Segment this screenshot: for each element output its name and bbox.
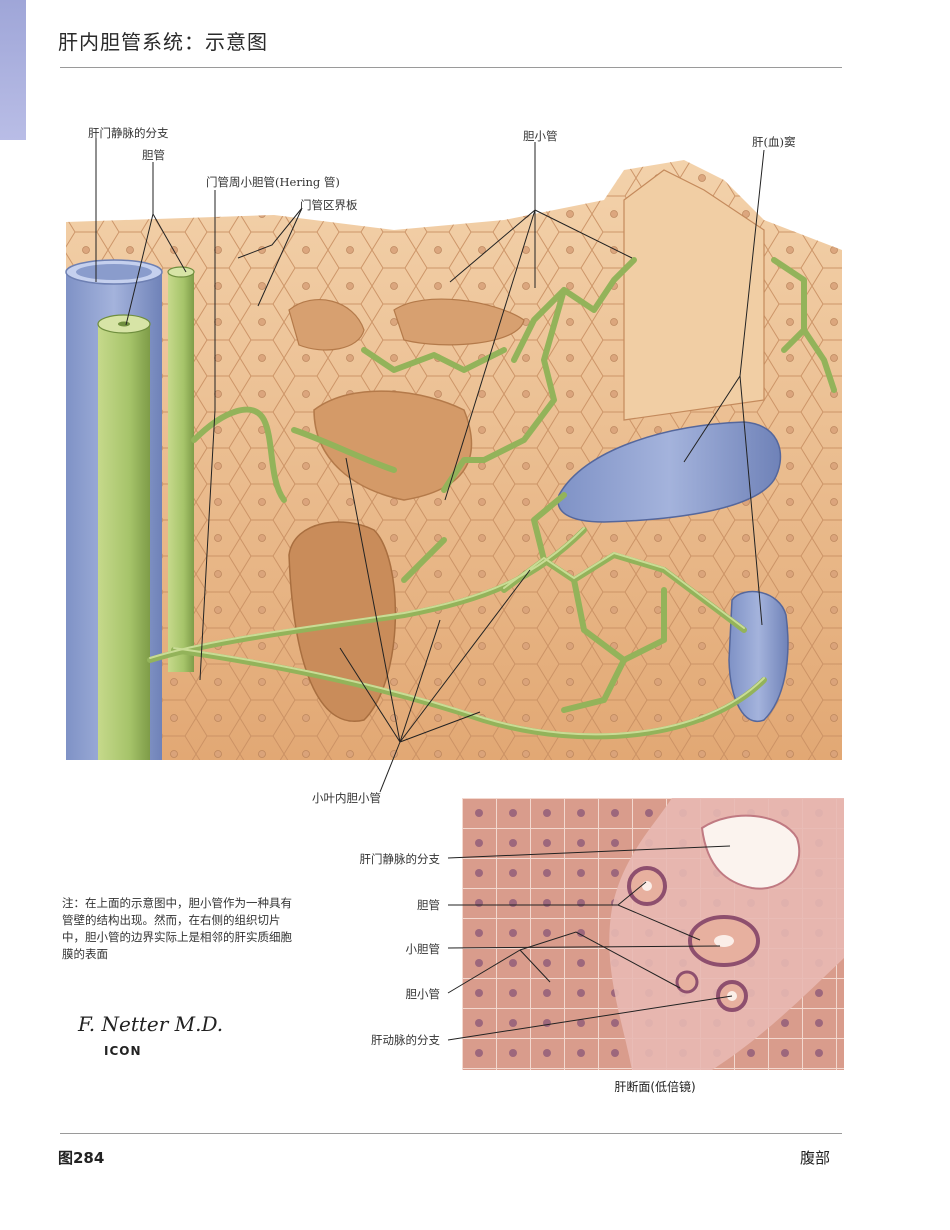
micro-label-bile-duct: 胆管 xyxy=(417,898,440,912)
label-bile-canaliculi: 胆小管 xyxy=(523,129,558,143)
micrograph-caption: 肝断面(低倍镜) xyxy=(614,1080,696,1094)
figure-note: 注：在上面的示意图中，胆小管作为一种具有管壁的结构出现。然而，在右侧的组织切片中… xyxy=(62,896,292,961)
page-title: 肝内胆管系统：示意图 xyxy=(58,30,268,54)
label-bile-duct: 胆管 xyxy=(142,148,165,162)
liver-schematic-illustration xyxy=(65,160,842,760)
micro-label-canaliculus: 胆小管 xyxy=(405,987,441,1001)
liver-section-micrograph xyxy=(462,798,844,1070)
micro-label-ductule: 小胆管 xyxy=(405,942,441,956)
micro-label-hepatic-artery-branch: 肝动脉的分支 xyxy=(371,1033,440,1047)
label-limiting-plate: 门管区界板 xyxy=(300,198,358,212)
label-sinusoid: 肝(血)窦 xyxy=(752,135,796,149)
side-tab xyxy=(0,0,26,140)
section-name: 腹部 xyxy=(800,1149,831,1167)
label-hering-canal: 门管周小胆管(Hering 管) xyxy=(206,175,340,189)
top-rule xyxy=(60,67,842,68)
portal-vein-lumen xyxy=(700,814,801,890)
bile-duct xyxy=(168,272,194,672)
label-intralobular-canaliculi: 小叶内胆小管 xyxy=(312,791,381,805)
sinusoid-space xyxy=(288,299,365,351)
figure-number: 图284 xyxy=(58,1149,105,1167)
label-portal-vein-branch: 肝门静脉的分支 xyxy=(88,126,169,140)
netter-signature: F. Netter M.D. xyxy=(78,1012,224,1036)
icon-logo: ICON xyxy=(104,1044,142,1058)
bile-duct xyxy=(98,324,150,760)
micro-label-portal-vein-branch: 肝门静脉的分支 xyxy=(359,852,441,866)
bottom-rule xyxy=(60,1133,842,1134)
